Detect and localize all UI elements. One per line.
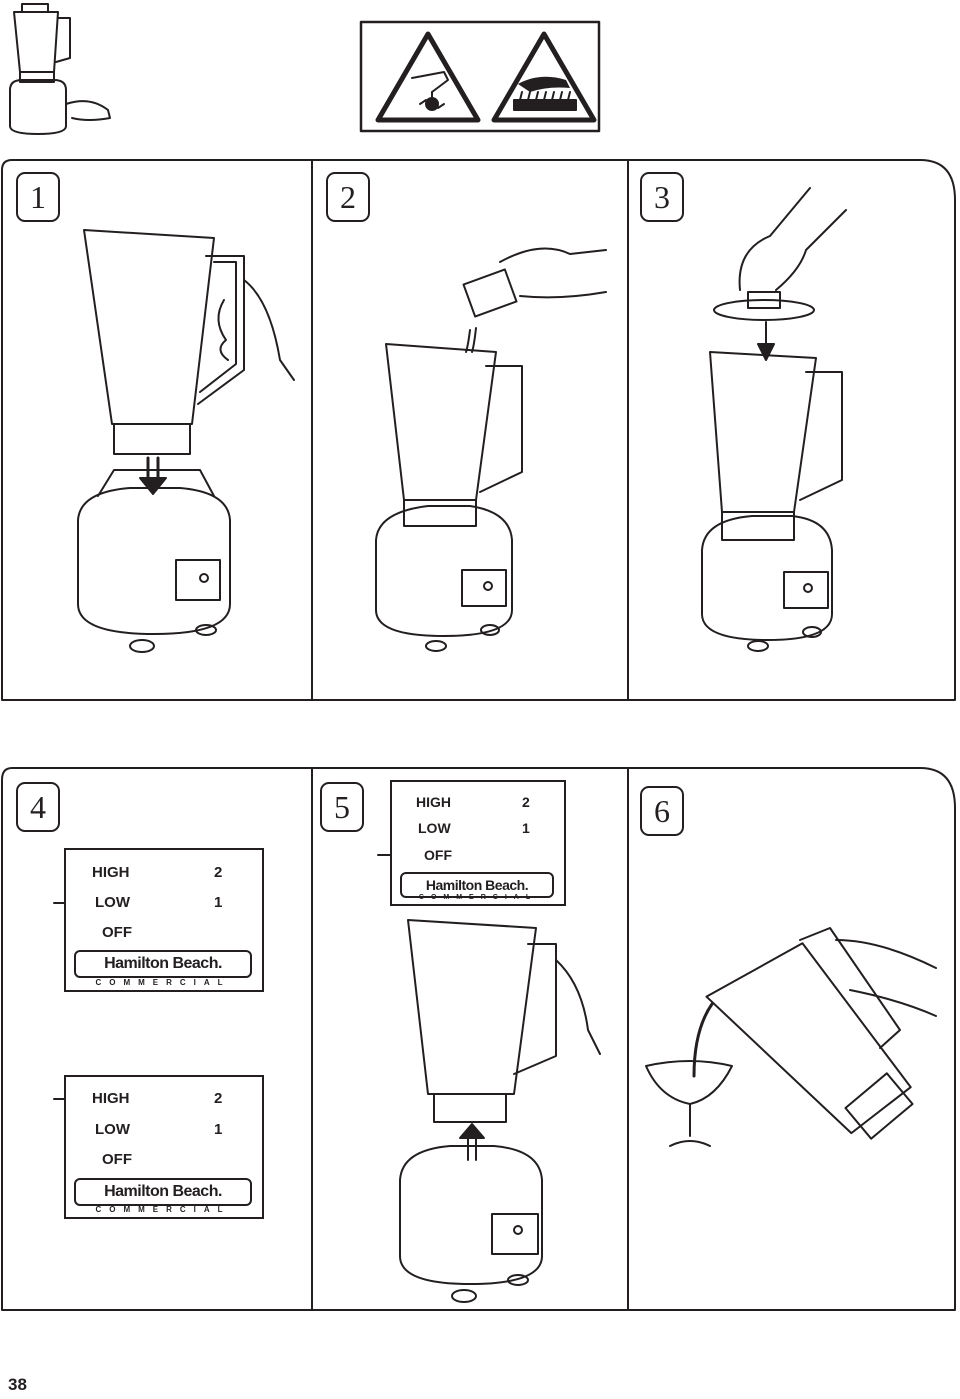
pouring-glass-icon xyxy=(645,1002,733,1147)
hot-surface-warning-icon xyxy=(491,31,597,123)
label-num-2: 2 xyxy=(214,1090,223,1107)
blender-illustration xyxy=(77,229,245,653)
hand-icon xyxy=(555,959,601,1055)
brand-logo: Hamilton Beach. xyxy=(74,1178,252,1206)
step-number-2: 2 xyxy=(326,172,370,222)
hand-icon xyxy=(217,279,295,381)
step-number-1: 1 xyxy=(16,172,60,222)
label-high: HIGH xyxy=(92,1090,130,1107)
brand-logo: Hamilton Beach. xyxy=(400,872,554,898)
blender-illustration xyxy=(375,327,523,652)
hand-icon xyxy=(462,247,607,318)
label-num-2: 2 xyxy=(522,794,530,810)
label-num-1: 1 xyxy=(214,894,223,911)
label-num-2: 2 xyxy=(214,864,223,881)
label-low: LOW xyxy=(418,820,451,836)
brand-subtitle: COMMERCIAL xyxy=(95,978,231,987)
label-off: OFF xyxy=(424,847,452,863)
label-high: HIGH xyxy=(416,794,451,810)
label-high: HIGH xyxy=(92,864,130,881)
step-number-5: 5 xyxy=(320,782,364,832)
label-num-1: 1 xyxy=(214,1121,223,1138)
hand-icon xyxy=(835,939,937,1017)
label-num-1: 1 xyxy=(522,820,530,836)
label-off: OFF xyxy=(102,1151,132,1168)
page-number: 38 xyxy=(8,1375,27,1394)
label-low: LOW xyxy=(95,1121,130,1138)
brand-logo: Hamilton Beach. xyxy=(74,950,252,978)
blade-hazard-warning-icon xyxy=(375,31,481,123)
step-number-6: 6 xyxy=(640,786,684,836)
blender-illustration xyxy=(399,919,557,1303)
blender-thumbnail-icon xyxy=(9,3,111,135)
brand-subtitle: COMMERCIAL xyxy=(95,1205,231,1214)
label-low: LOW xyxy=(95,894,130,911)
brand-subtitle: COMMERCIAL xyxy=(418,894,538,901)
step-number-4: 4 xyxy=(16,782,60,832)
blender-illustration xyxy=(701,291,843,652)
hand-icon xyxy=(738,187,847,291)
label-off: OFF xyxy=(102,924,132,941)
step-number-3: 3 xyxy=(640,172,684,222)
blender-illustration xyxy=(705,927,914,1140)
